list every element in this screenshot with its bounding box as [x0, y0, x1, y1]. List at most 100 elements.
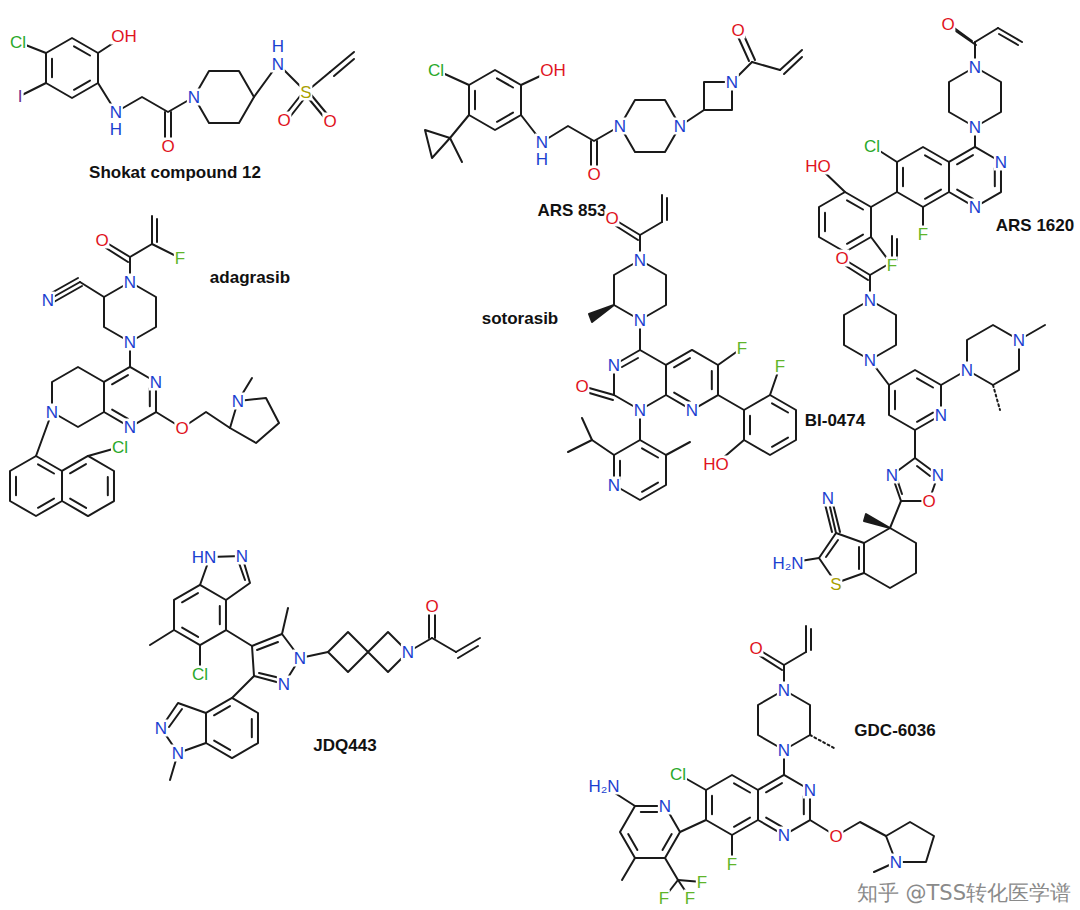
compound-name: ARS 1620: [995, 217, 1075, 234]
bond-line: [784, 57, 802, 74]
bond-line: [680, 820, 706, 832]
atom-label: OH: [110, 28, 138, 45]
bond-line: [150, 630, 174, 645]
ring-symbol: [469, 70, 521, 130]
molecule-gdc6036: [604, 626, 934, 898]
molecule-sotorasib: [568, 195, 796, 500]
atom-label: N: [821, 490, 835, 507]
bond-line: [622, 358, 638, 367]
atom-label: Cl: [9, 34, 27, 51]
atom-label: O: [748, 640, 763, 657]
atom-label: N: [968, 119, 982, 136]
ring-symbol: [10, 456, 62, 516]
bond-line: [458, 646, 478, 658]
bond-line: [282, 608, 288, 634]
bond-line: [20, 83, 46, 96]
bond-line: [810, 629, 812, 650]
ring-symbol: [620, 100, 680, 152]
atom-label: N: [931, 467, 945, 484]
atom-label: N: [235, 548, 249, 565]
bond-line: [914, 430, 916, 458]
atom-label: N: [171, 745, 185, 762]
atom-label: F: [658, 889, 670, 906]
atom-label: F: [696, 874, 708, 891]
atom-label: N: [968, 199, 982, 216]
atom-label: S: [299, 84, 312, 101]
atom-label: F: [774, 358, 786, 375]
atom-label: N: [633, 402, 647, 419]
ring-symbol: [91, 359, 169, 434]
bond-line: [130, 244, 152, 257]
ring-symbol: [819, 192, 871, 252]
atom-label: N: [685, 402, 699, 419]
atom-label: O: [586, 166, 601, 183]
atom-label: N: [934, 407, 948, 424]
bond-line: [975, 28, 998, 42]
atom-label: N: [231, 393, 245, 410]
atom-label: F: [736, 340, 748, 357]
ring-symbol: [745, 767, 823, 842]
ring-symbol: [897, 147, 949, 207]
compound-name: sotorasib: [481, 310, 560, 327]
molecule-ars853: [425, 29, 802, 174]
atom-label: N: [673, 118, 687, 135]
atom-label: N: [613, 118, 627, 135]
bond-line: [450, 115, 469, 138]
atom-label: N: [777, 682, 791, 699]
atom-label: H₂N: [587, 778, 620, 795]
atom-label: H: [535, 151, 549, 168]
bond-line: [151, 216, 153, 244]
bond-line: [52, 286, 82, 303]
atom-label: Cl: [191, 666, 209, 683]
atom-label: I: [17, 88, 24, 105]
atom-label: H: [109, 121, 123, 138]
atom-label: N: [994, 154, 1008, 171]
atom-label: F: [174, 250, 186, 267]
bond-line: [917, 466, 930, 476]
atom-label: N: [401, 644, 415, 661]
bond-line: [718, 395, 744, 410]
bond-line: [432, 638, 456, 652]
atom-label: S: [829, 576, 842, 593]
atom-label: O: [322, 113, 337, 130]
bond-line: [810, 735, 834, 748]
molecule-ars1620: [818, 22, 1022, 265]
bond-line: [666, 442, 690, 455]
atom-label: O: [921, 493, 936, 510]
atom-label: N: [123, 419, 137, 436]
ring-symbol: [49, 448, 127, 523]
atom-label: N: [277, 676, 291, 693]
atom-label: F: [917, 226, 929, 243]
bond-line: [661, 195, 663, 222]
atom-label: N: [863, 292, 877, 309]
atom-label: O: [94, 232, 109, 249]
ring-symbol: [161, 577, 239, 652]
ring-symbol: [744, 395, 796, 455]
atom-label: F: [886, 257, 898, 274]
atom-label: N: [889, 854, 903, 871]
compound-name: BI-0474: [804, 412, 866, 429]
atom-label: N: [535, 134, 549, 151]
bond-line: [622, 858, 635, 880]
bond-line: [890, 501, 901, 528]
ring-symbol: [936, 139, 1014, 214]
atom-label: O: [276, 112, 291, 129]
atom-label: N: [725, 74, 739, 91]
bond-line: [993, 385, 1000, 410]
bond-line: [232, 676, 254, 698]
bond-line: [116, 97, 194, 112]
bond-line: [864, 514, 890, 528]
bond-line: [328, 632, 368, 672]
bond-line: [106, 248, 128, 262]
bond-line: [784, 652, 806, 665]
bond-line: [156, 219, 158, 242]
bond-line: [752, 62, 780, 70]
atom-label: N: [123, 334, 137, 351]
ring-symbol: [46, 38, 98, 98]
atom-label: N: [960, 362, 974, 379]
bond-line: [640, 222, 662, 235]
atom-label: F: [726, 856, 738, 873]
bond-line: [456, 638, 480, 652]
atom-label: N: [149, 374, 163, 391]
